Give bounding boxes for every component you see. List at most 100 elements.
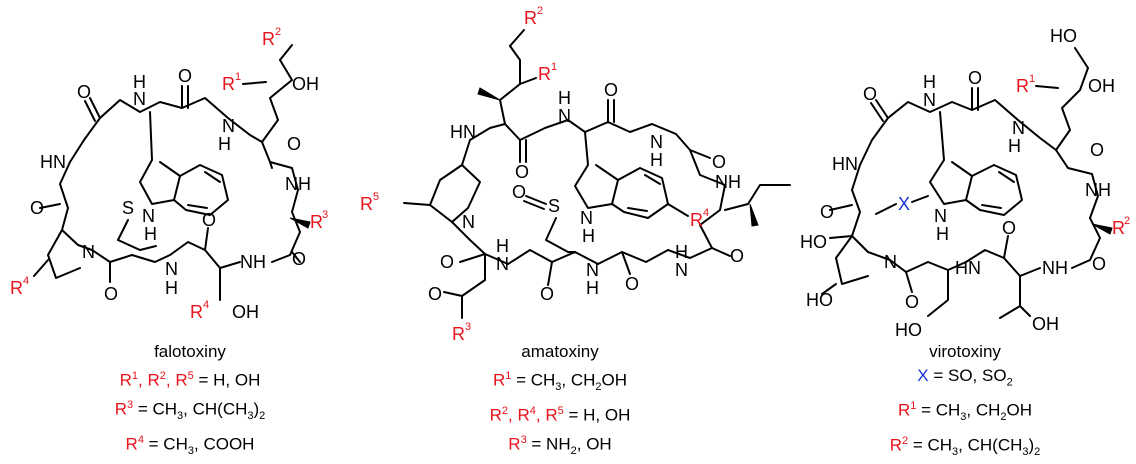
vir-l1-a: = SO, SO xyxy=(928,366,1007,385)
fal-indole-h: H xyxy=(144,224,157,244)
ama-r1: R xyxy=(538,64,551,84)
ama-l1-sub2: 2 xyxy=(595,381,602,394)
vir-l2-a: = CH xyxy=(916,401,961,421)
vir-l2-c: OH xyxy=(1006,401,1033,421)
vir-indole-n: N xyxy=(934,206,947,226)
fal-o-left: O xyxy=(30,198,44,218)
ama-l1-b: , CH xyxy=(561,370,596,390)
fal-l2-r3: R xyxy=(114,399,127,419)
fal-l2-b: , CH(CH xyxy=(183,399,248,419)
ama-r4-sup: 4 xyxy=(703,207,709,219)
amatoxin-line-2: R2, R4, R5 = H, OH xyxy=(440,399,680,428)
ama-s: S xyxy=(548,196,560,216)
ama-o-right2: O xyxy=(730,246,744,266)
ama-l1-a: = CH xyxy=(511,370,556,390)
ama-l2-rest: = H, OH xyxy=(563,405,631,425)
vir-r2-sup: 2 xyxy=(1124,215,1130,227)
fal-l3-b: , COOH xyxy=(194,434,255,454)
falotoxin-caption: falotoxiny R1, R2, R5 = H, OH R3 = CH3, … xyxy=(70,340,310,463)
ama-nh-top2: N xyxy=(650,132,663,152)
ama-o-r3: O xyxy=(428,284,442,304)
amatoxin-structure: R 2 R 1 HN O N H O N H O NH O N H O N xyxy=(360,5,791,340)
vir-l3-b: , CH(CH xyxy=(958,436,1023,456)
virotoxin-structure: HO R 1 OH O N H O N H O NH R 2 O NH O HN… xyxy=(800,26,1130,340)
vir-o2: O xyxy=(968,68,982,88)
ama-l2-r5: R xyxy=(545,405,558,425)
fal-hn-left: HN xyxy=(40,152,66,172)
ama-nh-top2-h: H xyxy=(650,150,663,170)
ama-o-right: O xyxy=(712,152,726,172)
ama-r2: R xyxy=(524,8,537,28)
vir-l3-r2: R xyxy=(889,436,902,456)
ama-r3: R xyxy=(452,324,465,340)
vir-hn-left: HN xyxy=(832,154,858,174)
vir-l1-x: X xyxy=(917,366,929,385)
vir-ho-pro2: HO xyxy=(806,290,833,310)
ama-o-mid: O xyxy=(515,162,529,182)
vir-indole-h: H xyxy=(936,224,949,244)
amatoxin-line-1: R1 = CH3, CH2OH xyxy=(440,364,680,399)
ama-nh-bot3: N xyxy=(675,260,688,280)
fal-nh-right: NH xyxy=(285,174,311,194)
virotoxin-name: virotoxiny xyxy=(929,342,1001,361)
ama-r2-sup: 2 xyxy=(537,5,543,17)
fal-l3-r4: R xyxy=(125,434,138,454)
vir-o-bot2: O xyxy=(905,292,919,312)
vir-o-bot1: O xyxy=(1002,218,1016,238)
ama-l1-c: OH xyxy=(601,370,628,390)
vir-oh-bot: OH xyxy=(1032,314,1059,334)
fal-l3-a: = CH xyxy=(143,434,188,454)
virotoxin-line-1: X = SO, SO2 xyxy=(840,364,1090,394)
vir-l2-sub2: 2 xyxy=(1000,411,1007,424)
fal-l1-r1-sup: 1 xyxy=(131,370,139,382)
vir-l3-r2-sup: 2 xyxy=(901,435,909,448)
ama-l2-sep2: , xyxy=(535,405,546,425)
fal-nh1-h: H xyxy=(133,72,146,92)
ama-nh-right: NH xyxy=(715,172,741,192)
fal-l3-sub1: 3 xyxy=(187,444,194,457)
fal-l2-a: = CH xyxy=(133,399,178,419)
ama-o-s: O xyxy=(512,182,526,202)
fal-o1: O xyxy=(77,82,91,102)
ama-hn-left: HN xyxy=(450,122,476,142)
vir-nh1: N xyxy=(923,90,936,110)
ama-nh-bot2: N xyxy=(586,260,599,280)
fal-oh-top: OH xyxy=(292,74,319,94)
fal-r2-sup: 2 xyxy=(275,26,281,38)
vir-r1-sup: 1 xyxy=(1029,73,1035,85)
vir-o-left: O xyxy=(820,202,834,222)
amatoxin-caption: amatoxiny R1 = CH3, CH2OH R2, R4, R5 = H… xyxy=(440,340,680,463)
ama-nh-bot2-h: H xyxy=(586,278,599,298)
fal-l1-r2-sup: 2 xyxy=(159,370,166,382)
fal-r3: R xyxy=(310,212,323,232)
fal-r1-sup: 1 xyxy=(235,71,241,83)
virotoxin-caption: virotoxiny X = SO, SO2 R1 = CH3, CH2OH R… xyxy=(840,340,1090,464)
vir-l3-c: ) xyxy=(1028,436,1035,456)
fal-l2-c: ) xyxy=(253,399,260,419)
ama-l3-a: = NH xyxy=(526,434,571,454)
falotoxin-line-1: R1, R2, R5 = H, OH xyxy=(70,364,310,393)
vir-ho-top: HO xyxy=(1050,26,1077,46)
ama-l1-r1-sup: 1 xyxy=(505,370,512,382)
fal-l1-sep2: , xyxy=(165,370,176,390)
ama-l2-r4-sup: 4 xyxy=(529,405,536,418)
fal-nh1: N xyxy=(133,89,146,109)
fal-l1-r5: R xyxy=(175,370,188,390)
fal-l2-r3-sup: 3 xyxy=(126,398,134,411)
fal-r4a: R xyxy=(10,278,23,298)
ama-nh-top: N xyxy=(558,106,571,126)
virotoxin-line-2: R1 = CH3, CH2OH xyxy=(840,394,1090,429)
vir-l3-sub3: 2 xyxy=(1034,446,1041,459)
falotoxin-name: falotoxiny xyxy=(154,342,226,361)
vir-oh-top: OH xyxy=(1088,76,1115,96)
ama-o-top: O xyxy=(604,80,618,100)
vir-nh-right: NH xyxy=(1085,180,1111,200)
fal-o2: O xyxy=(178,66,192,86)
fal-indole-n: N xyxy=(142,206,155,226)
fal-l2-sub2: 3 xyxy=(247,409,254,422)
vir-ho-bot: HO xyxy=(895,320,922,340)
fal-l2-sub3: 2 xyxy=(259,409,266,422)
ama-nh-bot3-h: H xyxy=(675,242,688,262)
falotoxin-line-3: R4 = CH3, COOH xyxy=(70,428,310,463)
vir-l2-sub1: 3 xyxy=(960,411,967,424)
